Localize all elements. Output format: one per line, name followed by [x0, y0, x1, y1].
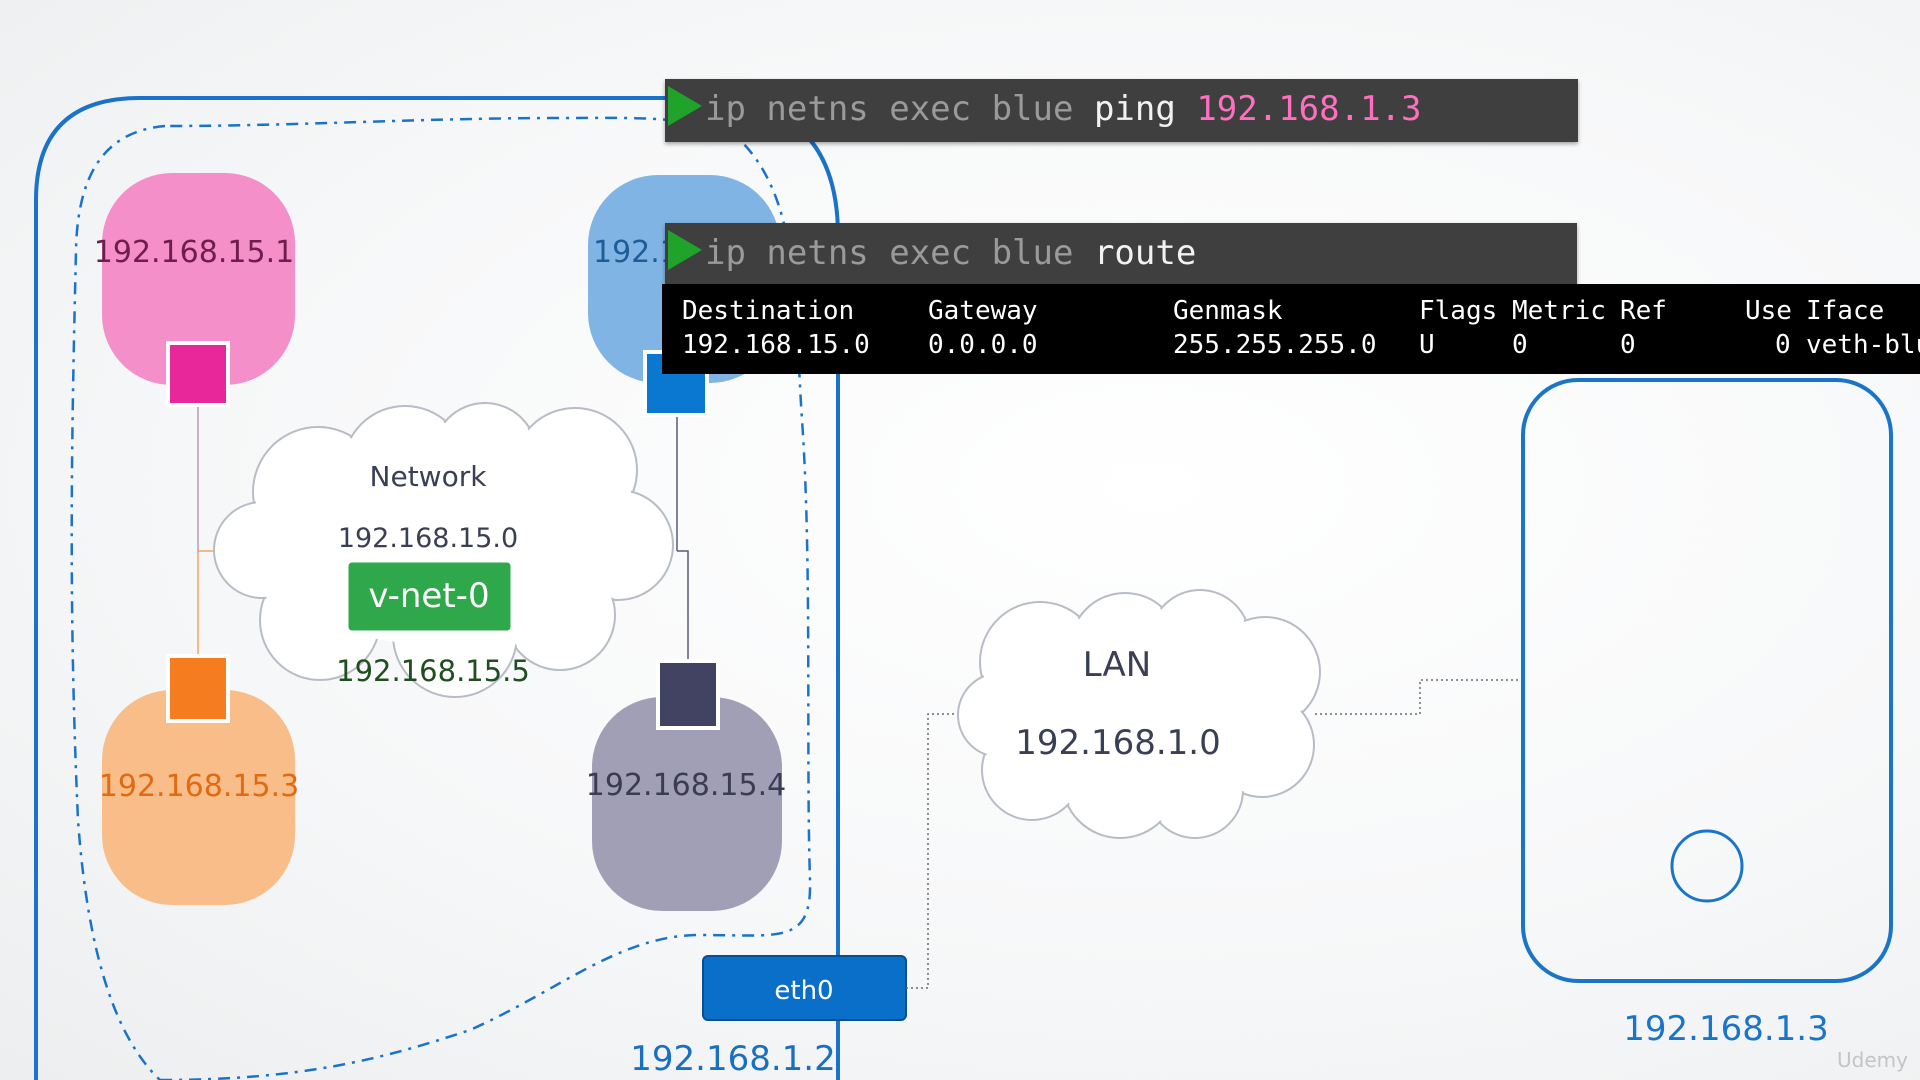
route-cell-gateway: 0.0.0.0 [928, 330, 1038, 360]
namespace-gray-ip: 192.168.15.4 [586, 768, 786, 803]
ping-command-prefix: ip netns exec blue [705, 89, 1094, 129]
ping-command-word: ping [1093, 89, 1176, 129]
port-gray [656, 659, 720, 730]
namespace-pink [102, 173, 295, 385]
namespace-orange [102, 690, 295, 905]
route-cell-flags: U [1419, 330, 1435, 360]
port-pink [166, 341, 230, 407]
route-cell-destination: 192.168.15.0 [682, 330, 870, 360]
namespace-pink-ip: 192.168.15.1 [94, 235, 294, 270]
route-cell-metric: 0 [1512, 330, 1528, 360]
route-command: ip netns exec blue route [705, 233, 1196, 273]
namespace-gray [592, 697, 782, 911]
route-header-iface: Iface [1806, 296, 1885, 326]
ping-command-target: 192.168.1.3 [1196, 89, 1422, 129]
route-cell-iface: veth-blue [1806, 330, 1920, 360]
route-table-output: Destination Gateway Genmask Flags Metric… [662, 284, 1920, 374]
route-header-use: Use [1745, 296, 1792, 326]
link-eth0-lan [906, 713, 960, 989]
remote-host-ip: 192.168.1.3 [1623, 1009, 1828, 1049]
route-header-destination: Destination [682, 296, 855, 326]
bridge-ip: 192.168.15.5 [336, 654, 530, 688]
play-icon [668, 230, 702, 270]
route-cell-use: 0 [1775, 330, 1791, 360]
network-label: Network [370, 460, 488, 493]
route-header-flags: Flags [1419, 296, 1498, 326]
route-table-row: 192.168.15.0 0.0.0.0 255.255.255.0 U 0 0… [682, 328, 1920, 362]
route-command-word: route [1093, 233, 1197, 273]
route-header-gateway: Gateway [928, 296, 1038, 326]
network-subnet: 192.168.15.0 [338, 523, 518, 554]
route-command-prefix: ip netns exec blue [705, 233, 1094, 273]
namespace-boundary [70, 116, 812, 1080]
ping-command: ip netns exec blue ping 192.168.1.3 [705, 89, 1421, 129]
terminal-route: ip netns exec blue route [665, 223, 1577, 285]
link-lan-remote [1315, 679, 1523, 715]
namespace-orange-ip: 192.168.15.3 [99, 769, 299, 804]
eth0-ip: 192.168.1.2 [630, 1039, 835, 1079]
remote-host [1521, 378, 1893, 983]
route-header-ref: Ref [1620, 296, 1667, 326]
eth0-label: eth0 [774, 976, 833, 1006]
route-header-metric: Metric [1512, 296, 1606, 326]
namespace-blue-ip: 192.1 [593, 235, 679, 270]
route-header-genmask: Genmask [1173, 296, 1283, 326]
route-cell-ref: 0 [1620, 330, 1636, 360]
play-icon [668, 86, 702, 126]
lan-subnet: 192.168.1.0 [1015, 723, 1220, 763]
bridge-label: v-net-0 [368, 576, 489, 616]
link-bridge-gray [677, 550, 689, 663]
watermark: Udemy [1837, 1048, 1908, 1072]
route-table-header: Destination Gateway Genmask Flags Metric… [682, 294, 1884, 328]
port-orange [166, 654, 230, 723]
bridge-v-net-0 [345, 559, 514, 634]
route-cell-genmask: 255.255.255.0 [1173, 330, 1377, 360]
lan-label: LAN [1083, 645, 1151, 685]
remote-host-home-icon [1670, 829, 1744, 903]
terminal-ping: ip netns exec blue ping 192.168.1.3 [665, 79, 1578, 142]
